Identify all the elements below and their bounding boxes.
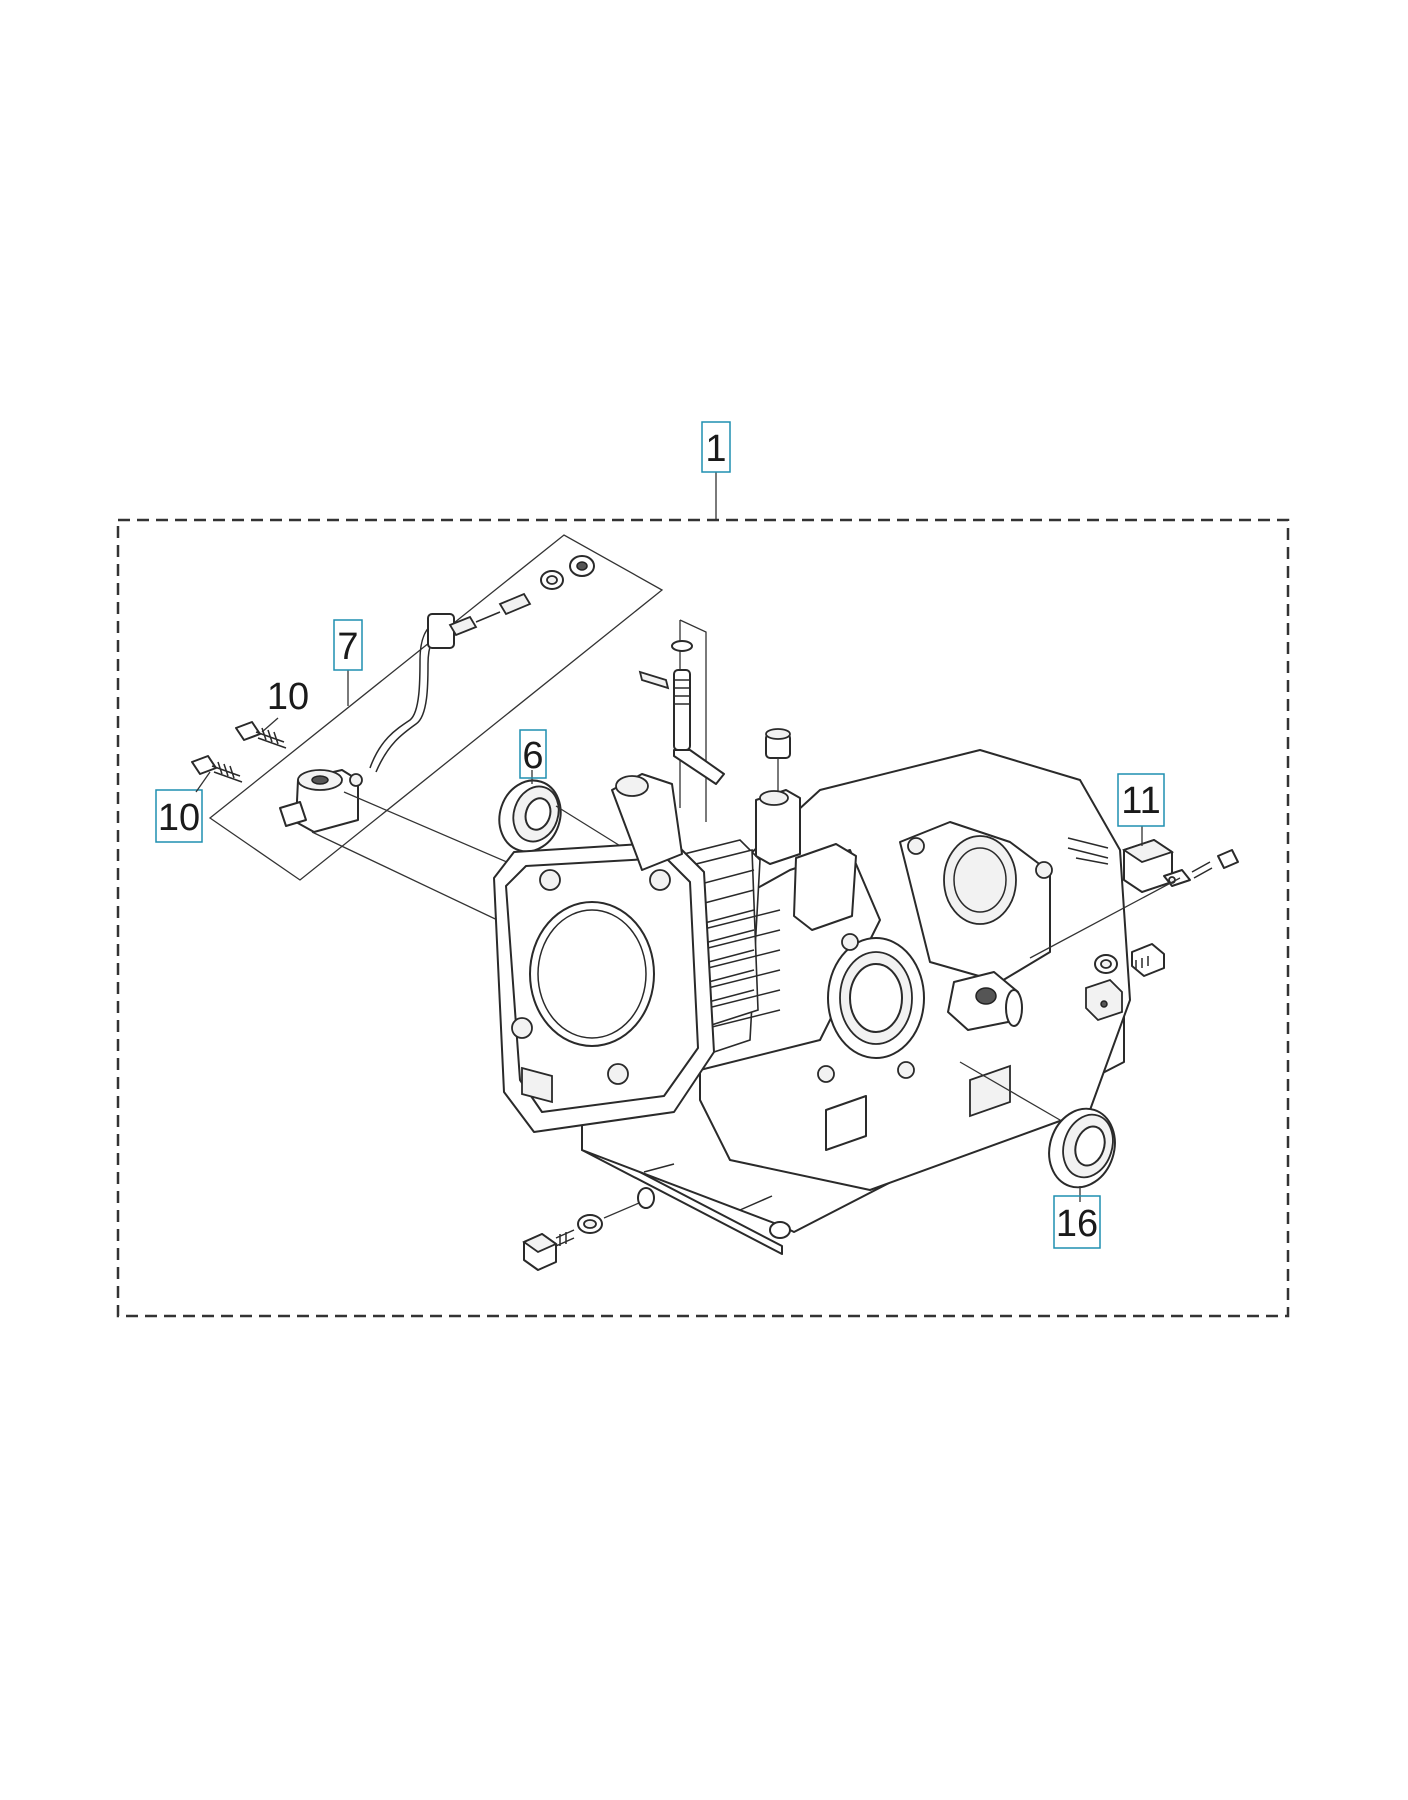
drain-bolt-bottom — [522, 1187, 655, 1271]
sensor-11 — [1029, 826, 1239, 959]
callout-6[interactable]: 6 — [519, 729, 547, 779]
callout-16-label: 16 — [1056, 1203, 1098, 1245]
callout-7[interactable]: 7 — [333, 619, 363, 671]
bolt-10-lower — [191, 755, 243, 783]
callout-11[interactable]: 11 — [1117, 773, 1165, 827]
callout-16[interactable]: 16 — [1053, 1195, 1101, 1249]
bolt-10-upper — [235, 721, 287, 749]
top-fitting — [765, 728, 791, 800]
callout-10-lower[interactable]: 10 — [155, 789, 203, 843]
callout-1-label: 1 — [705, 428, 726, 470]
drain-plug-right — [1085, 943, 1165, 1022]
callout-11-label: 11 — [1121, 780, 1160, 822]
leader-10-upper — [261, 717, 279, 733]
assembly-boundary — [116, 518, 1290, 1318]
callout-7-label: 7 — [337, 626, 358, 668]
leader-10-lower — [195, 771, 211, 793]
governor-shaft — [638, 619, 725, 822]
callout-6-label: 6 — [522, 735, 543, 777]
oil-pipe — [369, 555, 595, 773]
leader-sensor-engine-1 — [343, 791, 531, 873]
oil-sensor-body — [279, 769, 363, 833]
oil-seal-16 — [959, 1061, 1116, 1202]
callout-10-upper[interactable]: 10 — [267, 676, 309, 718]
oil-seal-6 — [498, 770, 631, 853]
leader-sensor-engine-2 — [311, 831, 511, 927]
crankcase-block — [493, 749, 1131, 1255]
callout-10-lower-label: 10 — [158, 797, 200, 839]
callout-1[interactable]: 1 — [701, 421, 731, 473]
callout-10-upper-label: 10 — [267, 676, 309, 718]
